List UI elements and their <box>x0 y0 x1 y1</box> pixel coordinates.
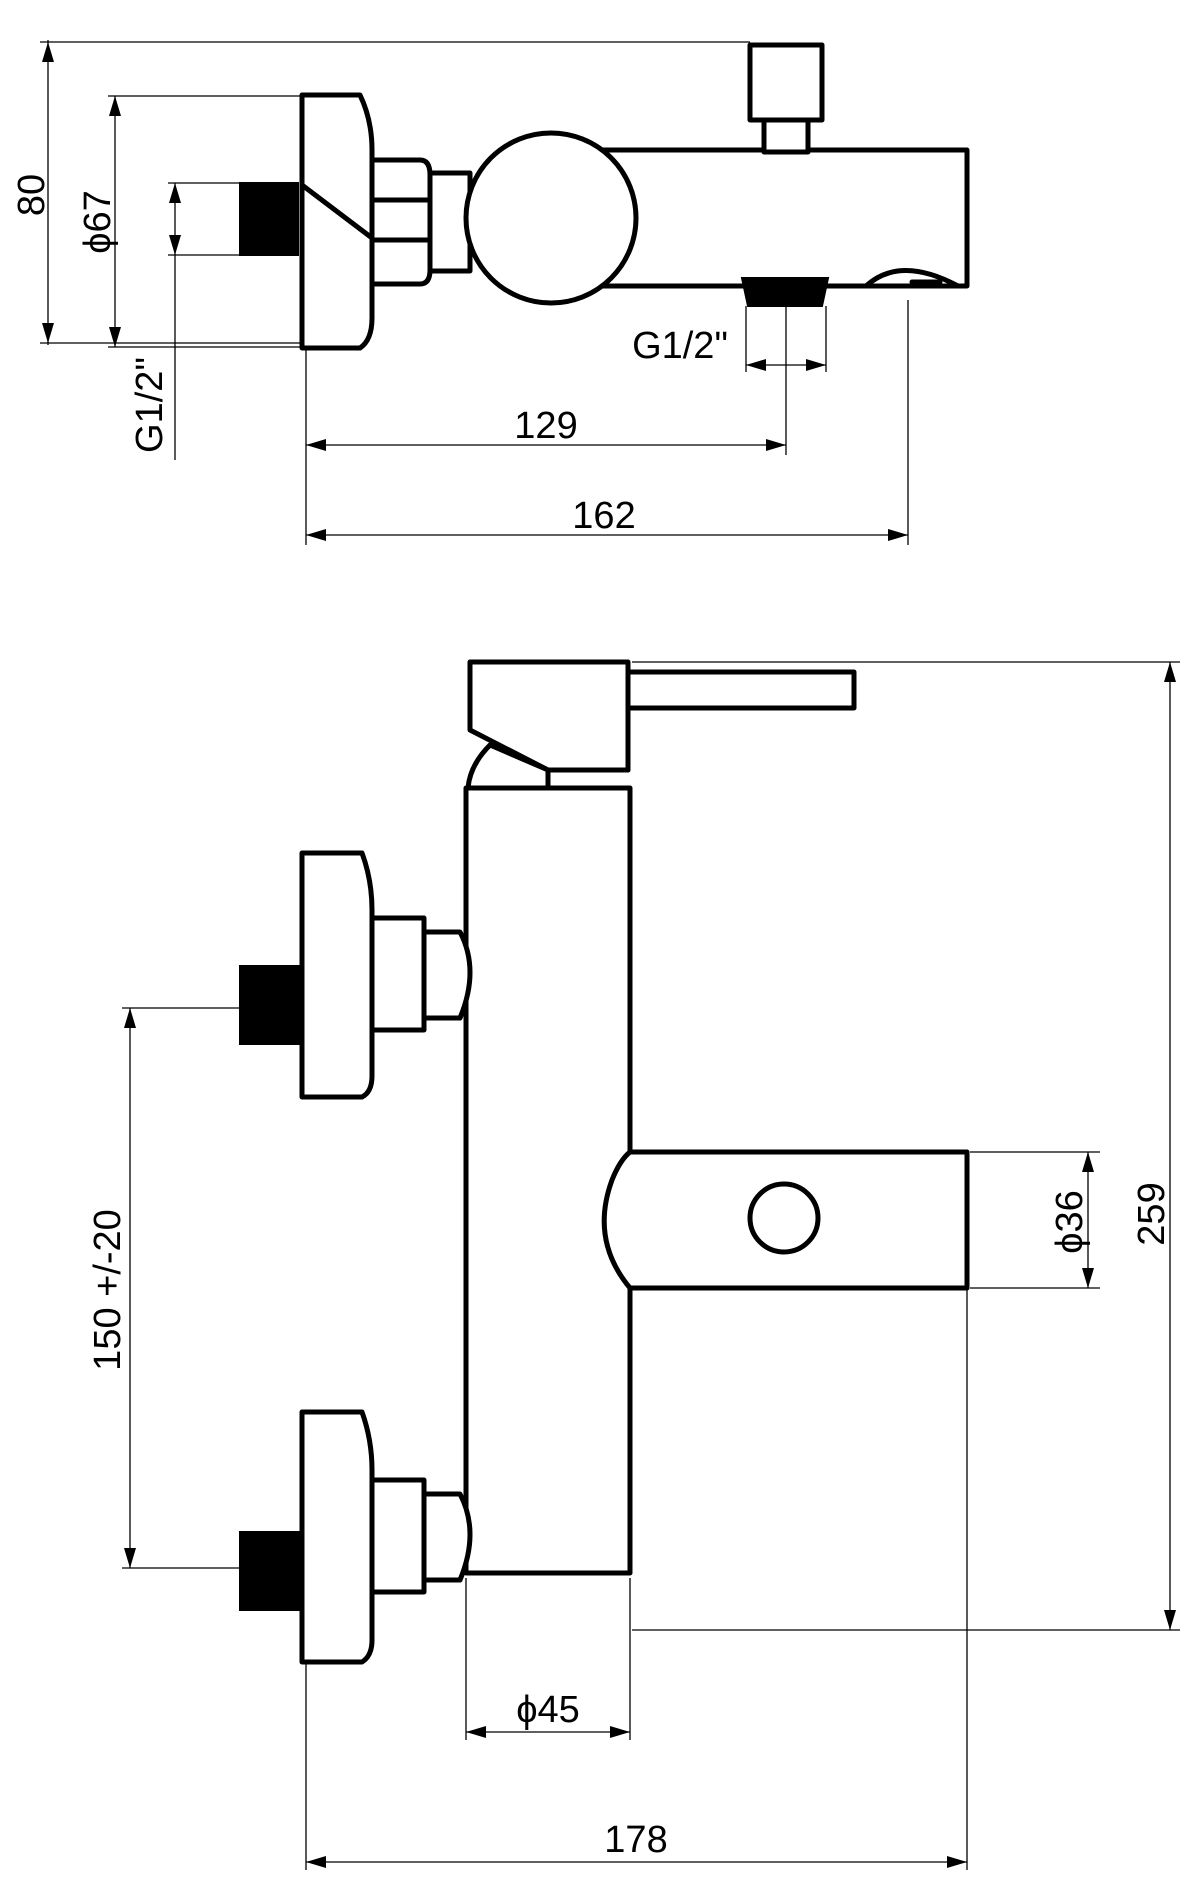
arrow <box>109 327 121 347</box>
front-body-column <box>463 785 633 1576</box>
front-upper-flange <box>299 850 375 1100</box>
top-wall-flange <box>299 92 375 351</box>
arrow <box>124 1008 136 1028</box>
front-lower-flange <box>299 1409 375 1665</box>
arrow <box>947 1856 967 1868</box>
dim-top-outlet-label: G1/2" <box>632 325 728 367</box>
dim-front-36-label: ϕ36 <box>1049 1190 1091 1254</box>
dim-top-inlet-label: G1/2" <box>129 357 171 453</box>
arrow <box>306 439 326 451</box>
front-cartridge-neck <box>465 742 551 791</box>
front-lower-inlet-thread <box>239 1531 301 1611</box>
top-view: 80 ϕ67 G1/2" G1/2" 129 162 <box>11 40 970 545</box>
arrow <box>42 42 54 62</box>
arrow <box>306 1856 326 1868</box>
arrow <box>806 359 826 371</box>
front-view: 150 +/-20 ϕ36 259 ϕ45 178 <box>87 659 1180 1870</box>
arrow <box>1164 662 1176 682</box>
arrow <box>124 1548 136 1568</box>
front-upper-elbow <box>421 929 473 1021</box>
arrow <box>1082 1152 1094 1172</box>
arrow <box>306 529 326 541</box>
arrow <box>1082 1268 1094 1288</box>
top-diverter-stem <box>761 115 811 155</box>
arrow <box>1164 1610 1176 1630</box>
arrow <box>746 359 766 371</box>
dim-top-162-label: 162 <box>572 495 635 537</box>
arrow <box>610 1726 630 1738</box>
top-flange-bevel <box>299 182 375 241</box>
dim-top-height-label: 80 <box>11 174 53 216</box>
front-upper-hex <box>369 915 427 1033</box>
arrow <box>466 1726 486 1738</box>
top-inlet-thread-body <box>239 182 299 256</box>
arrow <box>169 183 181 203</box>
top-diverter-knob <box>747 42 825 123</box>
arrow <box>42 323 54 343</box>
dim-top-flange-label: ϕ67 <box>77 190 119 254</box>
dim-front-178-label: 178 <box>604 1819 667 1861</box>
front-lower-hex <box>369 1477 427 1595</box>
top-outlet-thread <box>740 277 830 307</box>
dim-front-259-label: 259 <box>1131 1182 1173 1245</box>
front-upper-inlet-thread <box>239 965 301 1045</box>
top-handle-disc <box>463 130 639 306</box>
top-neck <box>427 170 473 274</box>
arrow <box>169 235 181 255</box>
front-spout-outlet <box>747 1181 821 1255</box>
dim-front-45-label: ϕ45 <box>516 1689 580 1731</box>
arrow <box>888 529 908 541</box>
top-hex-nut <box>369 157 433 287</box>
dim-top-129-label: 129 <box>514 405 577 447</box>
front-lever-handle <box>625 669 857 711</box>
dim-front-150-label: 150 +/-20 <box>87 1209 129 1371</box>
arrow <box>109 96 121 116</box>
arrow <box>766 439 786 451</box>
front-lower-elbow <box>421 1491 473 1583</box>
